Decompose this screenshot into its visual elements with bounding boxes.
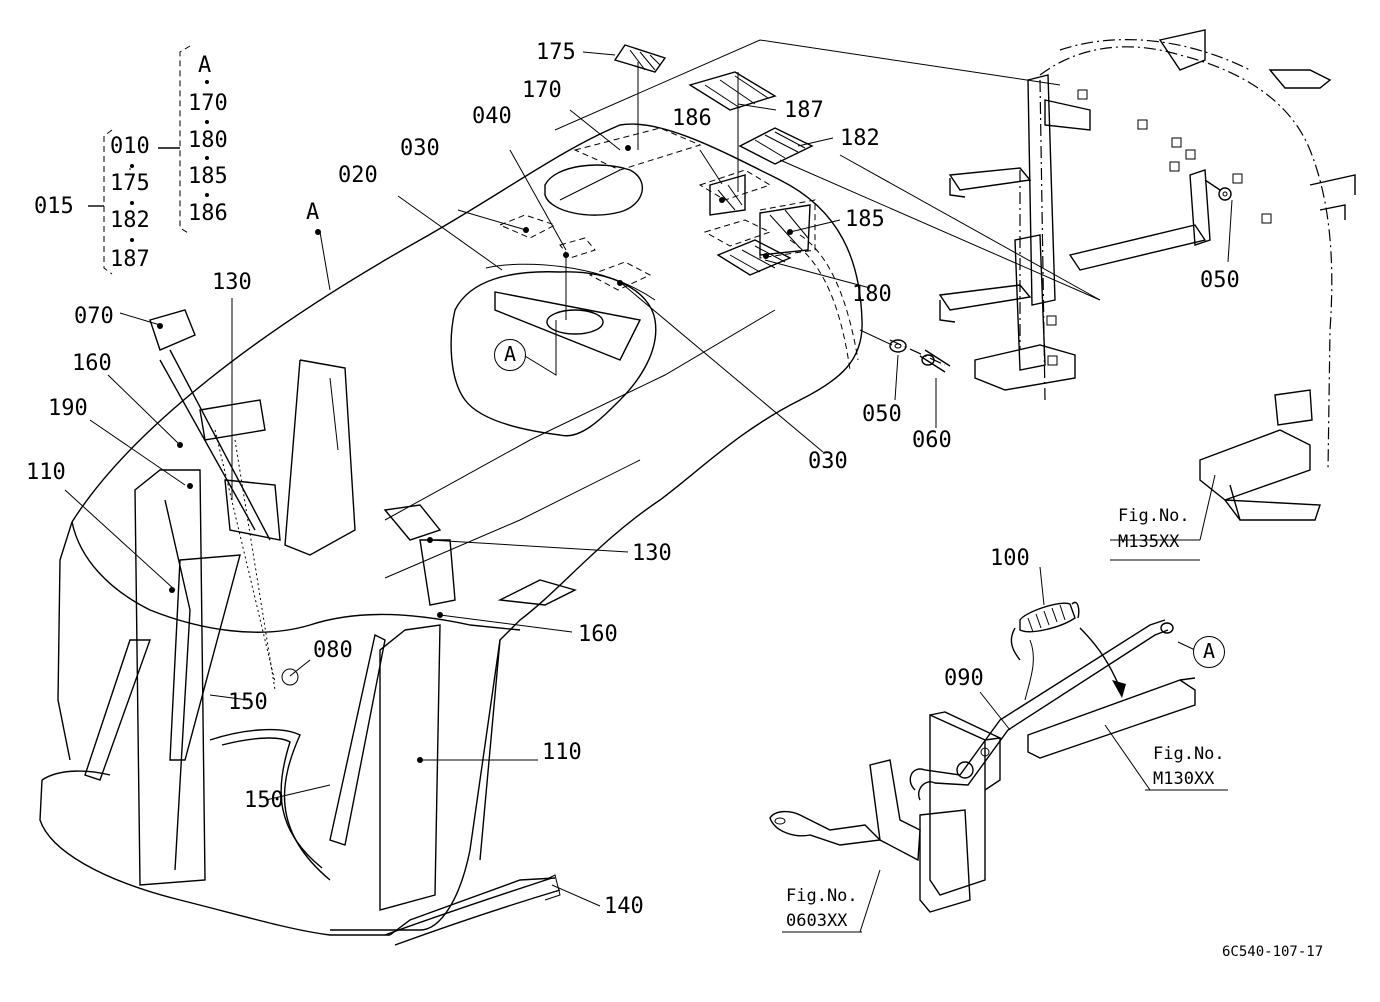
callout-090: 090 [944,666,984,691]
fig-ref-m135-line1: Fig.No. [1118,506,1190,526]
callout-015: 015 [34,194,74,219]
fig-ref-m135-line2: M135XX [1118,532,1180,552]
leader-lines [64,51,946,907]
callout-186-group: 186 [188,201,228,226]
callout-186: 186 [672,106,712,131]
callout-182: 182 [840,126,880,151]
fig-ref-m130-line2: M130XX [1153,769,1215,789]
callout-170: 170 [522,78,562,103]
lever-assembly [769,566,1225,933]
callout-150-left: 150 [228,690,268,715]
label-group-brackets [88,45,209,275]
callout-160-right: 160 [578,622,618,647]
callout-150-bottom: 150 [244,788,284,813]
callout-020: 020 [338,163,378,188]
callout-100: 100 [990,546,1030,571]
fig-ref-boxes [782,559,1228,933]
callout-040: 040 [472,104,512,129]
decals [613,44,814,276]
fig-ref-0603-line2: 0603XX [786,911,848,931]
side-panels [84,168,577,946]
callout-190: 190 [48,396,88,421]
callout-160-left: 160 [72,351,112,376]
callout-187-group: 187 [110,247,150,272]
callout-175-group: 175 [110,171,150,196]
callout-060: 060 [912,428,952,453]
callout-a-body: A [306,200,320,225]
callout-180-group: 180 [188,128,228,153]
fig-ref-0603-line1: Fig.No. [786,886,858,906]
callout-080: 080 [313,638,353,663]
washer-clip [889,339,951,373]
callout-175: 175 [536,40,576,65]
callout-182-group: 182 [110,208,150,233]
circled-ref-a-lever: A [1193,636,1225,668]
circled-ref-a-dash: A [494,339,526,371]
callout-030-bottom: 030 [808,449,848,474]
anchor-dots [157,145,793,763]
callout-030-top: 030 [400,136,440,161]
callout-130-right: 130 [632,541,672,566]
callout-130-left: 130 [212,270,252,295]
callout-185-group: 185 [188,164,228,189]
callout-050-right: 050 [1200,268,1240,293]
callout-170-group: 170 [188,91,228,116]
callout-110-right: 110 [542,740,582,765]
hood-body [39,123,863,936]
callout-187: 187 [784,98,824,123]
callout-180: 180 [852,282,892,307]
callout-140: 140 [604,894,644,919]
callout-050-left: 050 [862,402,902,427]
callout-a-group: A [198,53,212,78]
drawing-id: 6C540-107-17 [1222,944,1324,960]
right-frame-m135 [554,29,1356,541]
callout-070: 070 [74,304,114,329]
fig-ref-m130-line1: Fig.No. [1153,744,1225,764]
callout-185: 185 [845,207,885,232]
callout-110-left: 110 [26,460,66,485]
callout-010: 010 [110,134,150,159]
